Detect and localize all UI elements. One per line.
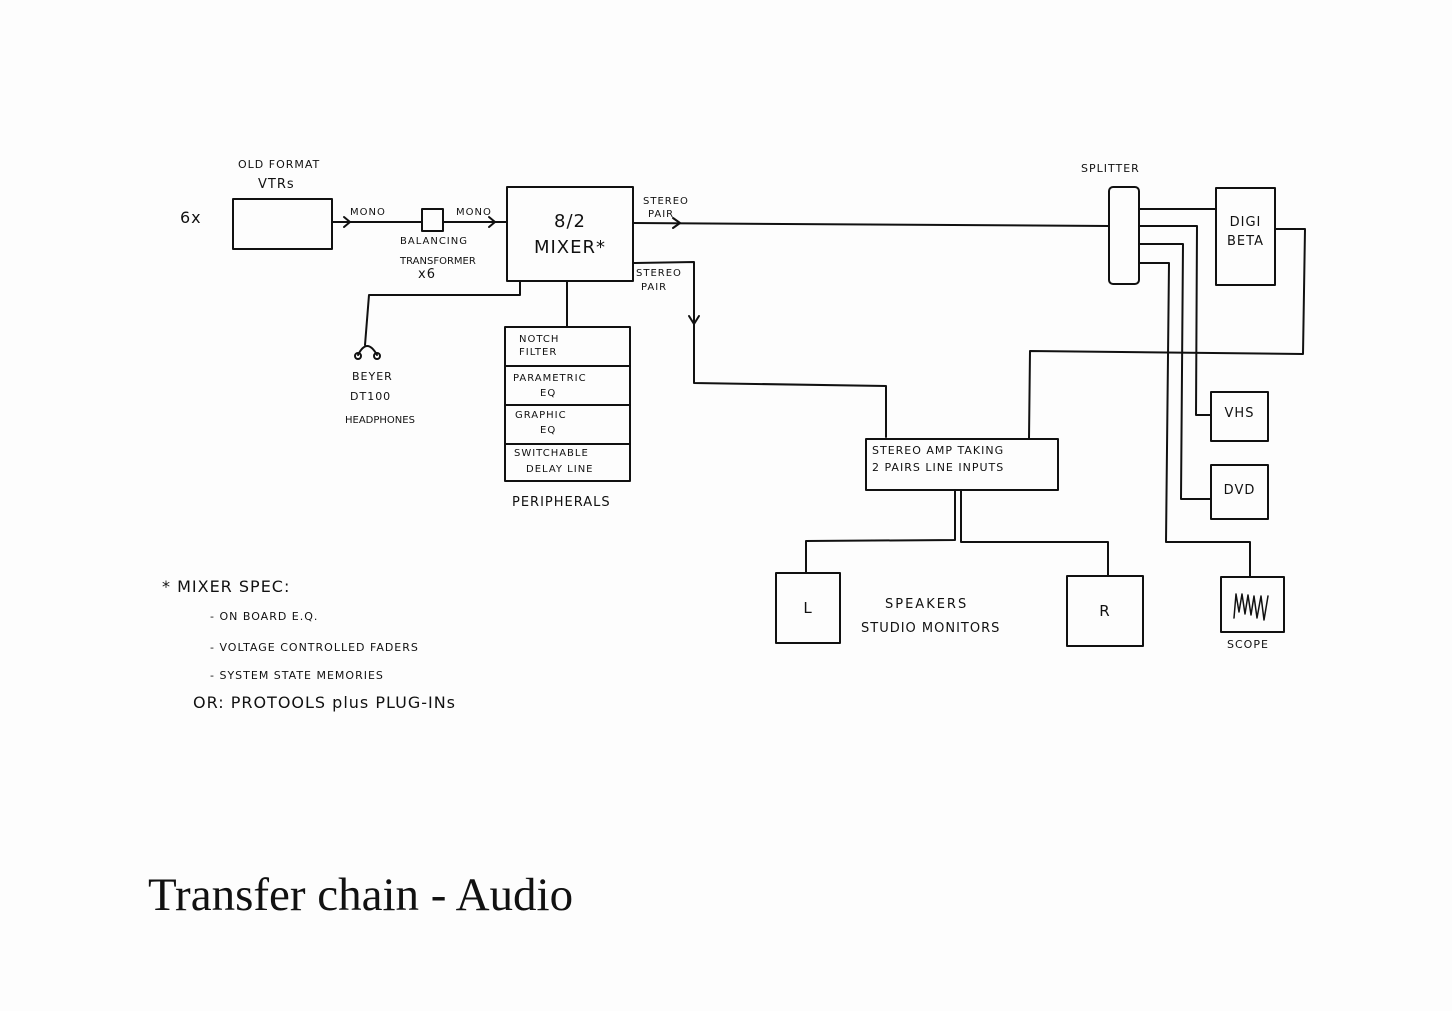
- mixer-label-2: MIXER*: [533, 237, 607, 258]
- speakers-label-2: STUDIO MONITORS: [861, 621, 1001, 636]
- page-title: Transfer chain - Audio: [148, 869, 574, 921]
- waveform-icon: [1233, 593, 1269, 621]
- digibeta-label-1: DIGI: [1229, 215, 1262, 230]
- digibeta-to-amp: [1028, 228, 1306, 440]
- peripheral-2-line-2: EQ: [540, 388, 557, 399]
- splitter-label: SPLITTER: [1081, 162, 1140, 175]
- splitter-to-vhs: [1138, 225, 1212, 416]
- peripherals-title: PERIPHERALS: [512, 495, 611, 510]
- peripheral-4-line-2: DELAY LINE: [526, 464, 594, 475]
- digibeta-box: [1215, 187, 1276, 286]
- headphones-label-3: HEADPHONES: [345, 415, 415, 426]
- headphones-label-2: DT100: [350, 390, 392, 403]
- arrow-head-1: [343, 216, 351, 228]
- headphone-link: [364, 280, 521, 346]
- amp-label-1: STEREO AMP TAKING: [872, 444, 1005, 457]
- notes-item-2: - VOLTAGE CONTROLLED FADERS: [210, 641, 419, 654]
- balancing-label-2: TRANSFORMER: [400, 256, 476, 267]
- amp-to-left: [805, 489, 956, 574]
- mixer-box: [506, 186, 634, 282]
- speaker-right-box: [1066, 575, 1144, 647]
- peripheral-3-line-2: EQ: [540, 425, 557, 436]
- digibeta-label-2: BETA: [1227, 234, 1264, 249]
- arrow-head-3: [672, 217, 681, 229]
- stereo-pair-out-label-1: STEREO: [643, 196, 689, 207]
- stereo-pair-link: [632, 222, 1110, 227]
- arrow-head-4: [688, 315, 700, 325]
- stereo-pair-out-label-2: PAIR: [648, 209, 675, 220]
- amp-to-right: [960, 489, 1109, 577]
- speaker-left-box: [775, 572, 841, 644]
- vtr-label-1: OLD FORMAT: [238, 158, 321, 171]
- splitter-box: [1108, 186, 1140, 285]
- mono-label-2: MONO: [456, 207, 492, 218]
- peripheral-4-line-1: SWITCHABLE: [514, 448, 589, 459]
- headphones-label-1: BEYER: [352, 370, 393, 383]
- peripheral-1-line-1: NOTCH: [519, 334, 560, 345]
- balancing-label-3: x6: [418, 267, 436, 282]
- notes-item-3: - SYSTEM STATE MEMORIES: [210, 669, 384, 682]
- arrow-head-2: [488, 216, 496, 228]
- speaker-right-label: R: [1099, 602, 1111, 620]
- stereo-pair-mon-label-2: PAIR: [641, 282, 668, 293]
- peripheral-2-line-1: PARAMETRIC: [513, 373, 587, 384]
- scope-label: SCOPE: [1227, 638, 1269, 651]
- amp-label-2: 2 PAIRS LINE INPUTS: [872, 461, 1005, 474]
- source-count-label: 6x: [180, 208, 202, 227]
- vtr-box: [232, 198, 333, 250]
- peripheral-1-line-2: FILTER: [519, 347, 558, 358]
- notes-alternative: OR: PROTOOLS plus PLUG-INs: [193, 693, 457, 712]
- mono-label-1: MONO: [350, 207, 386, 218]
- notes-item-1: - ON BOARD E.Q.: [210, 610, 319, 623]
- mixer-label-1: 8/2: [554, 211, 586, 232]
- notes-heading: * MIXER SPEC:: [162, 577, 291, 596]
- dvd-box: [1210, 464, 1269, 520]
- balancing-label-1: BALANCING: [400, 236, 468, 247]
- speaker-left-label: L: [803, 599, 813, 617]
- dvd-label: DVD: [1223, 483, 1256, 498]
- speakers-label-1: SPEAKERS: [885, 597, 969, 612]
- vhs-box: [1210, 391, 1269, 442]
- splitter-to-dvd: [1138, 243, 1212, 500]
- splitter-to-scope: [1138, 262, 1251, 578]
- balancing-transformer-box: [421, 208, 444, 232]
- scope-box: [1220, 576, 1285, 633]
- stereo-pair-mon-label-1: STEREO: [636, 268, 682, 279]
- vhs-label: VHS: [1224, 406, 1255, 421]
- peripheral-3-line-1: GRAPHIC: [515, 410, 567, 421]
- monitor-pair-link: [632, 261, 887, 438]
- vtr-label-2: VTRs: [258, 177, 295, 192]
